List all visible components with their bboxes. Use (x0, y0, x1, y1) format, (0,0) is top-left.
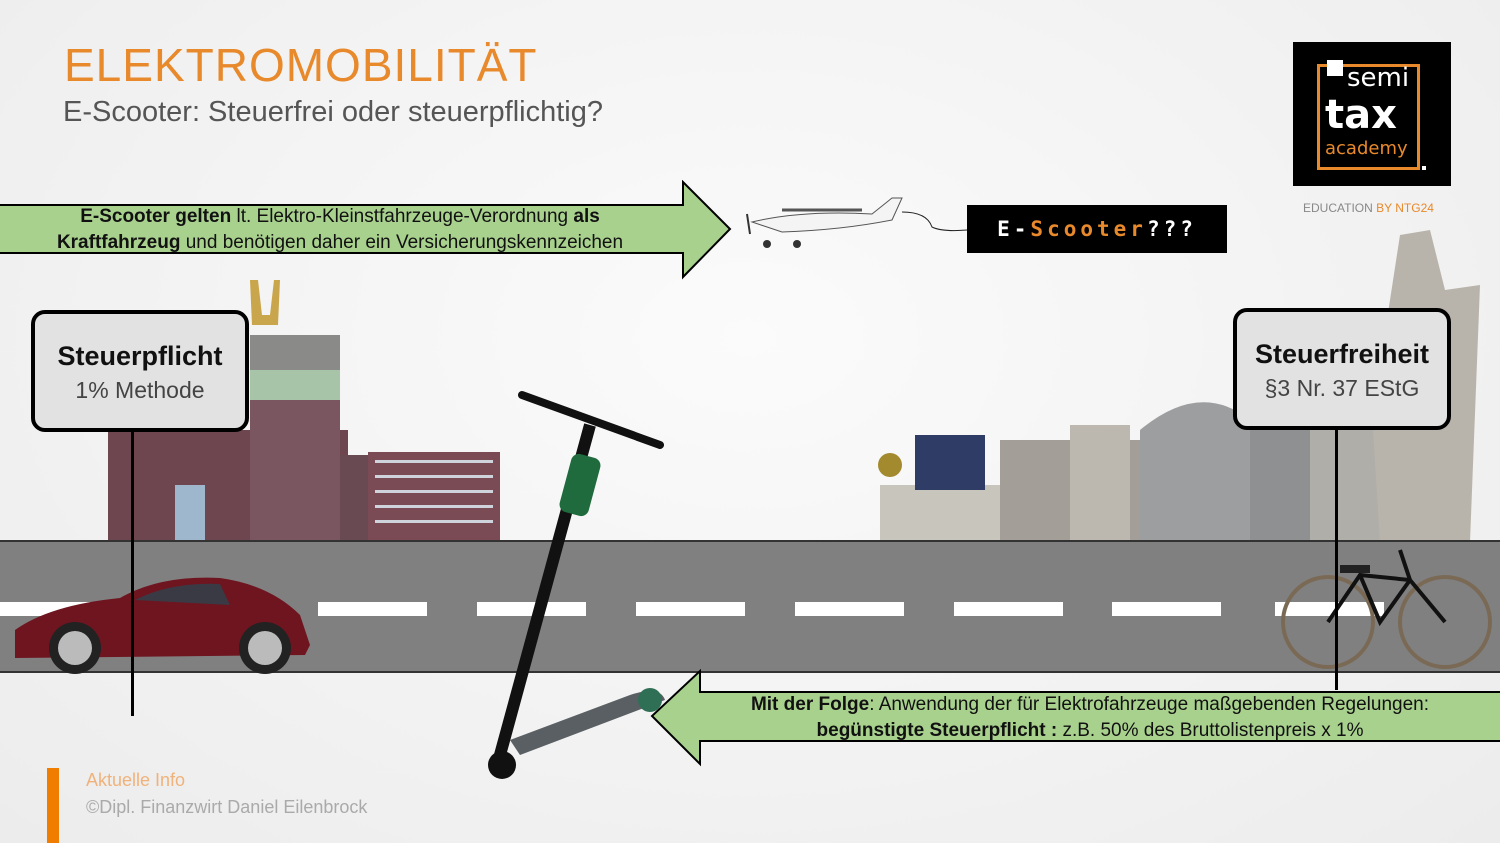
steuerpflicht-sign: Steuerpflicht 1% Methode (31, 310, 249, 432)
left-arrow-shape (650, 668, 1500, 767)
left-sign-pole (131, 430, 134, 716)
escooter-question-box: E-Scooter ??? (967, 205, 1227, 253)
logo-tagline: EDUCATION BY NTG24 (1303, 201, 1434, 215)
sign-subtitle: §3 Nr. 37 EStG (1264, 375, 1420, 401)
top-arrow-text: E-Scooter gelten lt. Elektro-Kleinstfahr… (56, 206, 624, 253)
steuerfreiheit-sign: Steuerfreiheit §3 Nr. 37 EStG (1233, 308, 1451, 430)
airplane-illustration (746, 197, 968, 248)
right-arrow-shape (0, 180, 732, 280)
footer-category: Aktuelle Info (86, 770, 186, 790)
slide-title: ELEKTROMOBILITÄT (64, 39, 538, 91)
escooter-illustration (488, 391, 665, 779)
sign-title: Steuerfreiheit (1254, 339, 1430, 369)
bicycle-illustration (1281, 549, 1492, 669)
car-illustration (15, 577, 310, 674)
sign-title: Steuerpflicht (57, 341, 223, 371)
slide-subtitle: E-Scooter: Steuerfrei oder steuerpflicht… (63, 96, 603, 128)
city-buildings-left (108, 280, 500, 542)
sign-subtitle: 1% Methode (75, 377, 205, 403)
footer-accent-bar (47, 768, 59, 843)
right-sign-pole (1335, 428, 1338, 690)
footer-copyright: ©Dipl. Finanzwirt Daniel Eilenbrock (86, 797, 368, 817)
bottom-arrow-text: Mit der Folge: Anwendung der für Elektro… (750, 694, 1430, 741)
semitax-logo: semi tax academy (1293, 42, 1451, 186)
